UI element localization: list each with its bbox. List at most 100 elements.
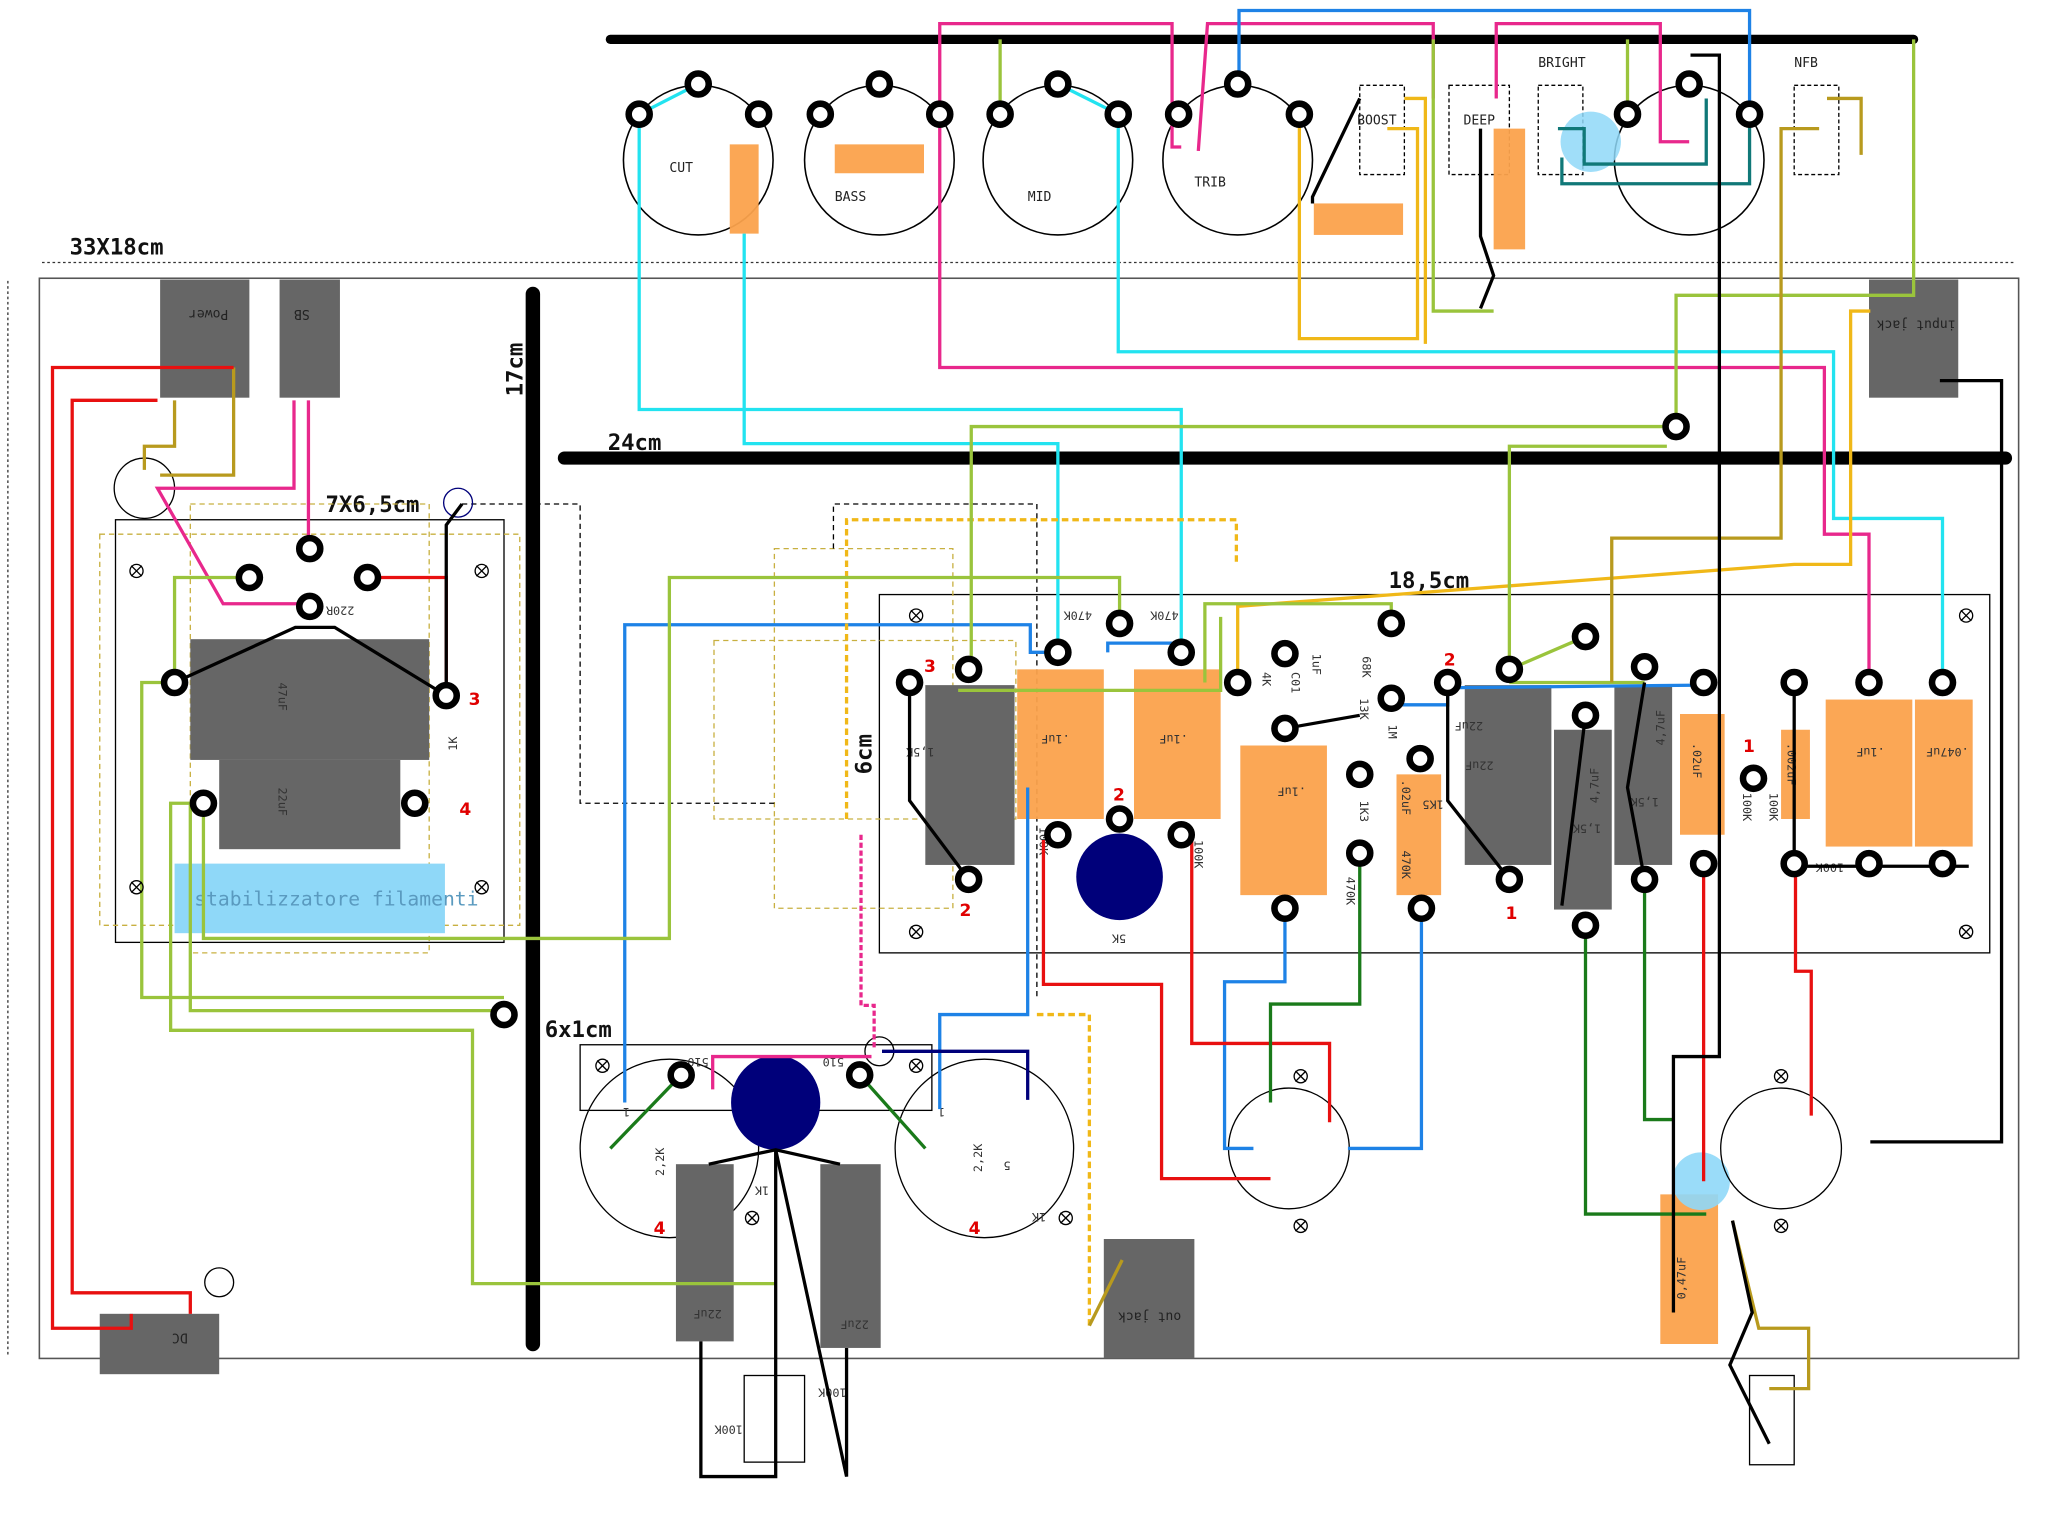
solder-lug [1223,668,1252,697]
wire-yellow [1236,309,1871,683]
input-jack-label: input jack [1877,316,1956,331]
ground-lug [204,1267,235,1298]
solder-lug [1928,849,1957,878]
solder-lug [1223,70,1252,98]
c1uf-label: 1uF [1310,654,1324,675]
screw-icon [1773,1218,1789,1234]
wire-green [1642,879,1674,1122]
solder-lug [1780,849,1808,878]
solder-lug [1271,639,1299,668]
stabilizer-label: stabilizzatore filamenti [194,888,478,911]
solder-lug [160,668,189,697]
wire-green [609,1073,683,1150]
wire-black-heavy [1870,378,2004,1144]
r1m-label: 1M [1386,725,1400,739]
solder-lug [1571,622,1600,651]
wire-green [1583,925,1707,1216]
svg-text:1: 1 [938,1105,945,1119]
power-switch[interactable] [160,279,250,398]
power-label: Power [189,306,229,321]
screw-icon [474,880,489,895]
solder-lug [1044,638,1072,667]
cap-47-b-label: 4,7uF [1653,710,1667,746]
solder-lug [1167,638,1196,667]
input-jack[interactable] [1869,279,1959,398]
tube-outline-dashed [713,639,1017,820]
psu-cap-22-label: 22uF [275,788,289,816]
wire-green [1268,853,1362,1103]
solder-lug [1855,668,1883,697]
cap-047-label: .047uF [1926,745,1969,759]
wire-red [1793,866,1813,1116]
solder-lug [1662,412,1690,441]
svg-text:22uF: 22uF [840,1317,868,1331]
wire-black [708,1148,841,1166]
solder-lug [1613,100,1642,128]
screw-icon [908,1058,924,1073]
output-cap-a [675,1164,734,1342]
r470k-a-label: 470K [1063,609,1092,623]
bass-capacitor [834,144,924,174]
wire-teal [1557,98,1708,166]
bias-pot[interactable] [731,1055,821,1150]
solder-lugs [160,70,1957,1089]
screw-cross [596,1060,609,1072]
treble-label: TRIB [1194,175,1226,190]
wire-magenta [938,21,1182,149]
cap-22uf-b-label: 22uF [1455,719,1483,733]
deep-capacitor [1493,128,1526,250]
cap-1uf-b-label: .1uF [1159,732,1187,746]
dc-jack[interactable] [99,1313,220,1375]
solder-lug [1271,714,1299,743]
solder-lug [1407,894,1436,923]
cap-1uf-a-label: .1uF [1041,732,1069,746]
wire-cyan [1116,114,1945,683]
solder-lug [1689,849,1718,878]
solder-lug [684,70,713,98]
svg-text:1: 1 [623,1105,630,1119]
screw-cross [130,881,143,893]
solder-lug [189,789,218,818]
wire-yellow [1404,96,1428,344]
wire-cyan [637,114,1183,653]
r13k-label: 13K [1357,698,1371,720]
solder-lug [806,100,835,128]
wire-black [1310,97,1362,204]
solder-lug [1167,820,1196,849]
solder-lug [1571,911,1600,940]
solder-lug [925,100,954,128]
grommet-psu [442,487,474,518]
cap-1uf-c-label: .1uF [1278,785,1306,799]
wire-yellowgreen [1431,39,1494,313]
solder-lug [1780,668,1808,697]
dashed-lead [462,503,775,804]
output-cap-b [820,1164,881,1348]
screw-cross [475,565,488,577]
solder-lug [1630,865,1659,894]
solder-lug [1104,100,1133,128]
wire-blue [1222,908,1287,1151]
wire-cyan [742,233,1060,653]
wire-green [858,1073,927,1150]
main-board-value-labels: 22uF .1uF .1uF .1uF 470K 470K 1,5K 100K … [905,609,1969,1300]
solder-lug [1495,865,1524,894]
svg-text:2,2K: 2,2K [653,1147,667,1176]
screw-icon [1058,1210,1073,1226]
wire-yellowgreen [1508,635,1587,671]
wire-olive [142,400,177,470]
cap-047-bottom-label: 0,47uF [1674,1257,1688,1300]
dc-label: DC [172,1330,188,1345]
screw-icon [1293,1069,1308,1084]
screw-icon [1958,924,1974,940]
cut-capacitor [729,144,759,234]
wire-blue [1347,908,1424,1151]
psu-1k-label: 1K [446,736,460,751]
solder-lug [1735,100,1764,128]
wire-magenta [1494,21,1690,144]
wire-navy [882,1049,1030,1100]
standby-switch[interactable] [279,279,340,398]
solder-lug [432,681,461,710]
aux-switch[interactable] [1748,1374,1795,1466]
output-jack[interactable] [1103,1239,1195,1359]
